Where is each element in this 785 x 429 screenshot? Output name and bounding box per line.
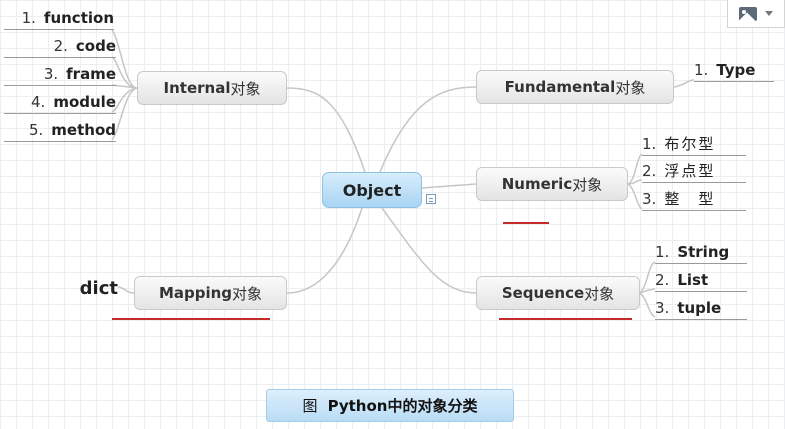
leaf-numeric-3: 3.整 型 [642, 187, 746, 211]
collapse-icon[interactable] [426, 194, 436, 204]
figure-caption: 图 Python中的对象分类 [266, 389, 514, 422]
image-menu-button[interactable] [727, 0, 785, 28]
node-numeric-suffix: 对象 [572, 175, 603, 194]
caption-prefix: 图 [302, 397, 318, 415]
caption-title: Python中的对象分类 [327, 397, 478, 415]
link-numeric-items [627, 153, 643, 210]
node-object[interactable]: Object [322, 172, 422, 208]
link-object-sequence [381, 207, 477, 294]
image-icon [739, 6, 757, 21]
leaf-sequence-3: 3.tuple [655, 296, 747, 320]
underline-mapping [112, 318, 270, 320]
leaf-internal-1: 1.function [4, 6, 114, 30]
link-mapping-items [117, 286, 135, 294]
link-object-fundamental [379, 86, 477, 173]
link-fundamental-items [673, 79, 695, 88]
node-fundamental-name: Fundamental [504, 78, 616, 96]
leaf-numeric-2: 2.浮点型 [642, 159, 746, 183]
node-mapping-name: Mapping [158, 284, 233, 302]
node-internal-name: Internal [163, 79, 231, 97]
node-fundamental-suffix: 对象 [615, 78, 646, 97]
link-object-mapping [286, 207, 363, 294]
chevron-down-icon [765, 11, 773, 16]
node-internal-suffix: 对象 [230, 79, 261, 98]
link-object-internal [286, 87, 366, 173]
leaf-internal-3: 3.frame [4, 62, 116, 86]
leaf-internal-2: 2.code [4, 34, 116, 58]
leaf-numeric-1: 1.布尔型 [642, 132, 746, 156]
leaf-internal-4: 4.module [4, 90, 116, 114]
node-sequence-name: Sequence [501, 284, 585, 302]
node-mapping-suffix: 对象 [232, 284, 263, 303]
leaf-sequence-1: 1.String [655, 240, 747, 264]
leaf-mapping-1: dict [79, 277, 118, 299]
node-sequence-suffix: 对象 [584, 284, 615, 303]
underline-sequence [499, 318, 632, 320]
link-internal-items [111, 29, 138, 141]
node-object-label: Object [342, 180, 402, 200]
leaf-internal-5: 5.method [4, 118, 116, 142]
node-numeric-name: Numeric [501, 175, 573, 193]
leaf-sequence-2: 2.List [655, 268, 747, 292]
link-sequence-items [639, 261, 656, 318]
leaf-fundamental-1: 1.Type [694, 58, 774, 82]
underline-numeric [503, 222, 549, 224]
